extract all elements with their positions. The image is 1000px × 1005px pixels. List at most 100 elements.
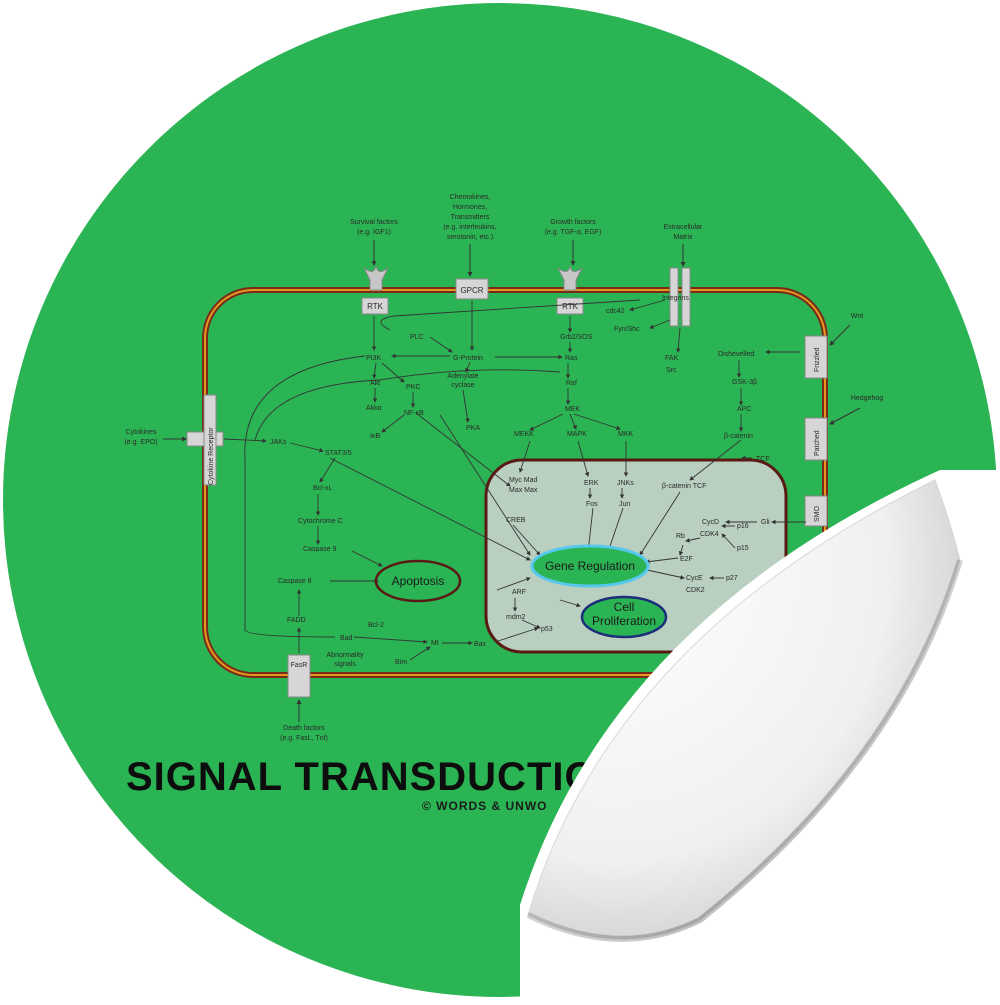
apoptosis-oval: Apoptosis: [374, 559, 462, 603]
node-b-catenin: β-catenin: [724, 433, 753, 440]
patched-receptor: Patched: [804, 417, 828, 461]
node-p15: p15: [737, 545, 749, 552]
node-mek: MEK: [565, 406, 581, 413]
node-akt: Akt: [370, 380, 380, 387]
sticker-copyright: © WORDS & UNWO: [422, 799, 548, 813]
node-mdm2: mdm2: [506, 614, 526, 621]
wnt-label: Wnt: [851, 313, 864, 320]
chemokines-line3: Transmitters: [451, 214, 490, 221]
gene-regulation-label: Gene Regulation: [545, 559, 635, 573]
node-dishevelled: Dishevelled: [718, 351, 754, 358]
curl-shadow: [526, 559, 963, 942]
gene-regulation-oval: Gene Regulation: [530, 544, 650, 588]
node-gsk3b: GSK-3β: [732, 379, 757, 386]
node-jun: Jun: [619, 501, 630, 508]
node-cyce: CycE: [686, 575, 703, 582]
rtk-right-receptor: RTK: [556, 265, 584, 315]
ecm-line1: Extracellular: [664, 224, 703, 231]
node-mekk: MEKK: [514, 431, 534, 438]
node-max-max: Max Max: [509, 487, 538, 494]
node-src: Src: [666, 367, 677, 374]
node-raf: Raf: [566, 380, 577, 387]
node-cycd: CycD: [702, 519, 719, 526]
frizzled-receptor: Frizzled: [804, 335, 828, 379]
node-arf: ARF: [512, 589, 526, 596]
node-akk: Akkα: [366, 405, 382, 412]
node-fadd: FADD: [287, 617, 306, 624]
cytokine-receptor: Cytokine Receptor: [186, 394, 224, 486]
node-fak: FAK: [665, 355, 679, 362]
node-bclxl: Bcl-xL: [313, 485, 333, 492]
pathway-diagram: RTK GPCR RTK Integrins Cytokine Receptor…: [124, 194, 883, 813]
node-creb: CREB: [506, 517, 526, 524]
node-cdk2: CDK2: [686, 587, 705, 594]
cytokine-receptor-label: Cytokine Receptor: [208, 427, 215, 485]
node-ikb: IκB: [370, 433, 380, 440]
gpcr-label: GPCR: [460, 286, 483, 295]
growth-factors-example: (e.g. TGF-α, EGF): [545, 229, 602, 236]
cytokines-label: Cytokines: [126, 429, 157, 436]
apoptosis-label: Apoptosis: [392, 574, 445, 588]
survival-factors-example: (e.g. IGF1): [357, 229, 391, 236]
feedback-curves: [244, 299, 641, 638]
node-jaks: JAKs: [270, 439, 287, 446]
page-curl: [520, 470, 1000, 1000]
patched-label: Patched: [814, 430, 821, 456]
fasr-receptor: FasR: [287, 654, 311, 698]
node-bcat-tcf: β-catenin TCF: [662, 483, 706, 490]
node-jnks: JNKs: [617, 480, 634, 487]
node-adenylate: Adenylate: [447, 373, 478, 380]
chemokines-line5: serotonin, etc.): [447, 234, 493, 241]
node-mapk: MAPK: [567, 431, 587, 438]
node-gli: Gli: [761, 519, 770, 526]
node-apc: APC: [737, 406, 751, 413]
nucleus-nodes: Myc Mad Max Max ERK Fos JNKs Jun β-caten…: [506, 477, 770, 633]
chemokines-line2: Hormones,: [453, 204, 487, 211]
death-factors-example: (e.g. FasL, Tnf): [280, 735, 328, 742]
node-plc: PLC: [410, 334, 424, 341]
rtk-right-label: RTK: [562, 302, 579, 311]
death-factors-label: Death factors: [283, 725, 325, 732]
node-erk: ERK: [584, 480, 599, 487]
node-cdc42: cdc42: [606, 308, 625, 315]
cell-proliferation-label-1: Cell: [614, 600, 635, 614]
node-pka: PKA: [466, 425, 480, 432]
node-grb2-sos: Grb2/SOS: [560, 334, 593, 341]
cell-proliferation-oval: Cell Proliferation: [580, 595, 668, 639]
integrins-label: Integrins: [662, 295, 689, 302]
smo-label: SMO: [814, 506, 821, 523]
rtk-left-label: RTK: [367, 302, 384, 311]
integrins-receptor: Integrins: [662, 267, 691, 327]
node-bim: Bim: [395, 659, 407, 666]
node-p27: p27: [726, 575, 738, 582]
node-p16: p16: [737, 523, 749, 530]
node-g-protein: G-Protein: [453, 355, 483, 362]
survival-factors-label: Survival factors: [350, 219, 398, 226]
node-bcl2: Bcl-2: [368, 622, 384, 629]
node-cyclase: cyclase: [451, 382, 474, 389]
node-bad: Bad: [340, 635, 353, 642]
cytokines-example: (e.g. EPO): [124, 439, 157, 446]
node-rb: Rb: [676, 533, 685, 540]
pathway-arrows: [223, 299, 806, 661]
ecm-line2: Matrix: [673, 234, 693, 241]
node-stat35: STAT3/5: [325, 450, 352, 457]
node-caspase9: Caspase 9: [303, 546, 337, 553]
node-nfkb: NF-κB: [404, 410, 424, 417]
rtk-left-receptor: RTK: [361, 265, 389, 315]
node-pkc: PKC: [406, 384, 420, 391]
growth-factors-label: Growth factors: [550, 219, 596, 226]
node-cdk4: CDK4: [700, 531, 719, 538]
node-caspase8: Caspase 8: [278, 578, 312, 585]
node-e2f: E2F: [680, 556, 693, 563]
cell-proliferation-label-2: Proliferation: [592, 614, 656, 628]
node-signals: signals: [334, 661, 356, 668]
node-mkk: MKK: [618, 431, 634, 438]
node-fos: Fos: [586, 501, 598, 508]
pathway-nodes: cdc42 PLC G-Protein Grb2/SOS Fyn/Shc PI3…: [270, 308, 770, 668]
input-arrows: [163, 240, 861, 722]
node-pi3k: PI3K: [366, 355, 382, 362]
gpcr-receptor: GPCR: [455, 278, 489, 300]
